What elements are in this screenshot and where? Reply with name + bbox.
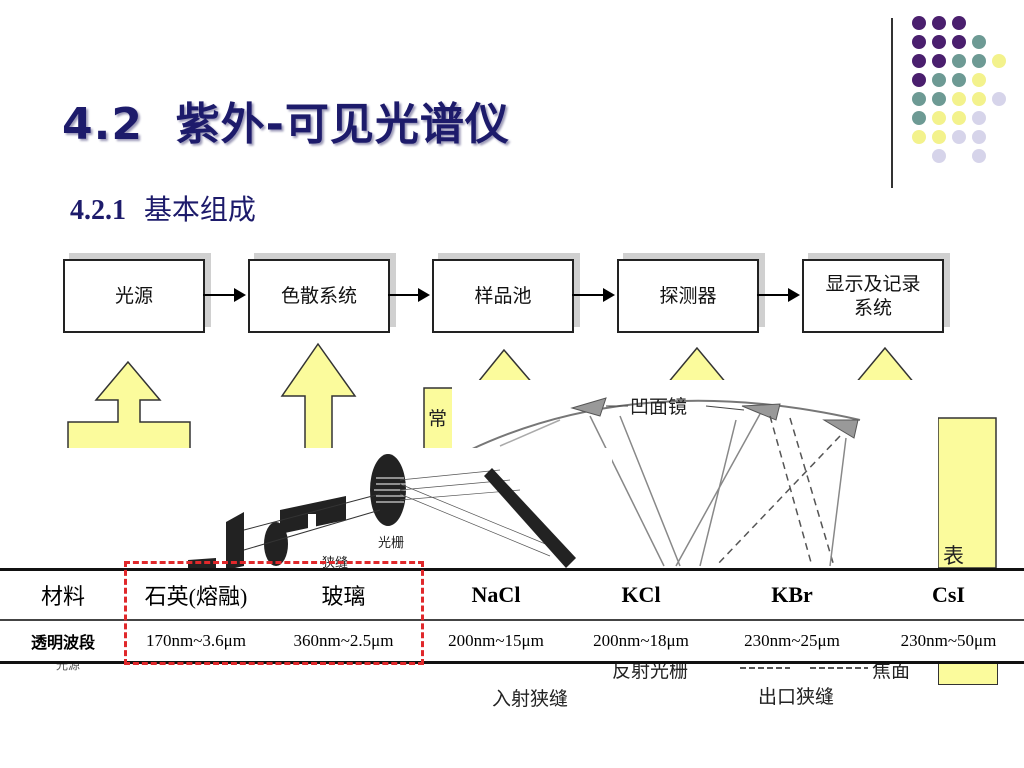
flow-arrow-3 bbox=[572, 294, 605, 296]
flow-arrowhead-2 bbox=[418, 288, 430, 302]
subtitle-number: 4.2.1 bbox=[70, 195, 126, 226]
header-cell: KBr bbox=[771, 582, 813, 607]
decorative-dot-grid bbox=[900, 14, 1010, 164]
flow-arrow-2 bbox=[388, 294, 420, 296]
flow-arrow-4 bbox=[757, 294, 790, 296]
title-text: 紫外-可见光谱仪 bbox=[175, 99, 510, 150]
decorative-divider bbox=[891, 18, 893, 188]
flow-box-sample-cell: 样品池 bbox=[432, 259, 574, 333]
table-cell: 170nm~3.6μm bbox=[145, 631, 246, 650]
highlight-dashed-box bbox=[124, 561, 424, 665]
optical-schematic-overlay: 光栅 狭缝 凹面镜 常 表 bbox=[0, 380, 1024, 571]
label-concave-mirror: 凹面镜 bbox=[630, 396, 688, 418]
flow-box-dispersion-system: 色散系统 bbox=[248, 259, 390, 333]
flow-arrowhead-1 bbox=[234, 288, 246, 302]
flow-arrow-1 bbox=[203, 294, 236, 296]
header-cell: 材料 bbox=[40, 584, 85, 609]
label-grating-small: 光栅 bbox=[378, 536, 405, 551]
table-cell: 360nm~2.5μm bbox=[293, 631, 394, 650]
table-cell: 230nm~25μm bbox=[744, 631, 840, 650]
exit-slit-marks bbox=[740, 667, 868, 669]
label-reflective-grating: 反射光栅 bbox=[612, 660, 689, 682]
label-focal-plane: 焦面 bbox=[872, 660, 911, 682]
header-cell: KCl bbox=[621, 582, 661, 607]
flow-arrowhead-4 bbox=[788, 288, 800, 302]
flow-box-detector: 探测器 bbox=[617, 259, 759, 333]
header-cell: NaCl bbox=[471, 582, 521, 607]
table-cell: 230nm~50μm bbox=[900, 631, 997, 650]
table-header-row: 材料 石英(熔融) 玻璃 NaCl KCl KBr CsI bbox=[0, 571, 1024, 621]
flow-box-display-recording: 显示及记录 系统 bbox=[802, 259, 944, 333]
header-cell: 玻璃 bbox=[321, 584, 366, 609]
materials-table: 材料 石英(熔融) 玻璃 NaCl KCl KBr CsI 透明波段 170nm… bbox=[0, 568, 1024, 664]
header-cell: CsI bbox=[931, 582, 965, 607]
page-title: 4.2 紫外-可见光谱仪 bbox=[62, 88, 510, 152]
label-exit-slit: 出口狭缝 bbox=[758, 686, 835, 708]
header-cell: 石英(熔融) bbox=[144, 584, 248, 609]
table-cell: 200nm~15μm bbox=[448, 631, 544, 650]
table-row: 透明波段 170nm~3.6μm 360nm~2.5μm 200nm~15μm … bbox=[0, 621, 1024, 661]
flow-arrowhead-3 bbox=[603, 288, 615, 302]
section-subtitle: 4.2.1 基本组成 bbox=[70, 188, 256, 228]
table-cell: 200nm~18μm bbox=[593, 631, 689, 650]
row-label: 透明波段 bbox=[30, 633, 95, 652]
title-number: 4.2 bbox=[62, 99, 143, 150]
label-partial-left: 常 bbox=[428, 408, 448, 430]
flow-box-light-source: 光源 bbox=[63, 259, 205, 333]
label-partial-right: 表 bbox=[943, 544, 964, 568]
label-entrance-slit: 入射狭缝 bbox=[492, 688, 569, 710]
subtitle-text: 基本组成 bbox=[143, 193, 256, 226]
